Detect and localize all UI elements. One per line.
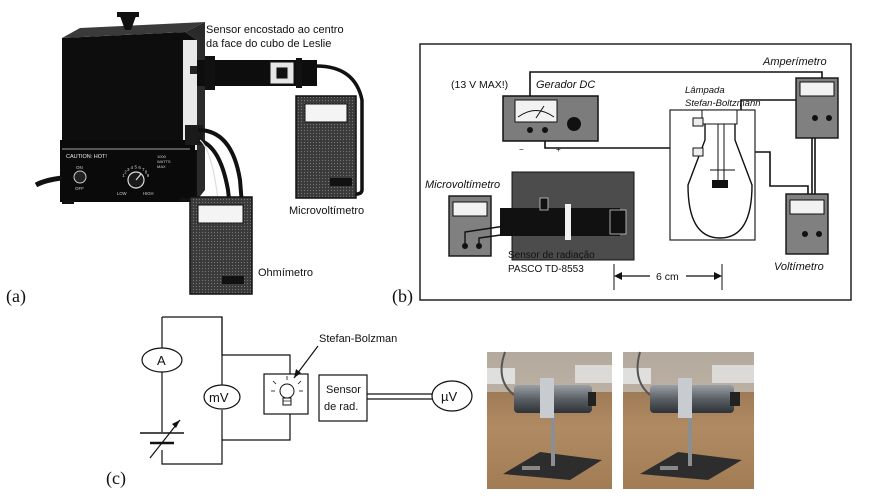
- watt-label-3: MAX: [157, 164, 166, 169]
- radiation-sensor-label-line1: Sensor de radiação: [508, 250, 595, 261]
- microvoltmeter-device: [295, 95, 357, 199]
- watt-label-1: 1000: [157, 154, 167, 159]
- photo-1: [487, 351, 612, 489]
- sensor-box: [318, 374, 368, 422]
- plus-sign: +: [556, 145, 561, 154]
- panel-b-frame: [419, 43, 852, 301]
- millivoltmeter-symbol-label: mV: [209, 390, 229, 405]
- dc-generator: [502, 95, 599, 142]
- lamp-symbol-label: Stefan-Bolzman: [319, 333, 397, 345]
- voltmeter-label: Voltímetro: [774, 261, 824, 273]
- variable-source-symbol: [140, 419, 184, 459]
- lamp-label-line2: Stefan-Boltzmann: [685, 98, 761, 109]
- sensor-box-label-line1: Sensor: [326, 384, 361, 396]
- dial-low-label: LOW: [117, 191, 127, 196]
- panel-c: A mV Stefan-Bolzman: [106, 316, 473, 489]
- sensor-note-line2: da face do cubo de Leslie: [206, 38, 331, 50]
- ammeter-symbol-label: A: [157, 353, 166, 368]
- radiation-sensor: [190, 56, 317, 90]
- distance-arrow: [613, 264, 723, 290]
- ohmmeter-device: [189, 196, 253, 295]
- microvoltmeter-symbol: [431, 380, 473, 412]
- dial-number: 3: [127, 167, 130, 172]
- generator-knob-icon: [567, 117, 581, 131]
- panel-b: (13 V MAX!) Gerador DC − + Lâmpada Stefa…: [392, 43, 852, 307]
- switch-off-label: OFF: [75, 186, 84, 191]
- microvoltmeter-label-a: Microvoltímetro: [289, 205, 364, 217]
- panel-a-label: (a): [6, 286, 26, 307]
- ammeter-label: Amperímetro: [762, 56, 827, 68]
- ammeter-device: [795, 77, 839, 139]
- dial-number: 6: [138, 165, 141, 170]
- dial-number: 7: [142, 167, 145, 172]
- dial-high-label: HIGH: [143, 191, 153, 196]
- microvoltmeter-device-b: [448, 195, 492, 257]
- lightbulb-icon: [271, 376, 303, 406]
- dial-number: 1: [122, 173, 125, 178]
- max-voltage-label: (13 V MAX!): [451, 79, 508, 91]
- voltmeter-device: [785, 193, 829, 255]
- radiation-sensor-label-line2: PASCO TD-8553: [508, 264, 584, 275]
- dial-number: 4: [131, 165, 134, 170]
- ammeter-symbol: [141, 347, 183, 373]
- dc-generator-label: Gerador DC: [536, 79, 595, 91]
- dial-number: 8: [145, 170, 148, 175]
- power-switch-icon: [73, 170, 87, 184]
- dial-number: 5: [135, 165, 138, 170]
- dial-number: 2: [124, 170, 127, 175]
- microvoltmeter-symbol-label: µV: [441, 389, 457, 404]
- ohmmeter-label: Ohmímetro: [258, 267, 313, 279]
- distance-label: 6 cm: [656, 271, 679, 283]
- switch-on-label: ON: [76, 165, 83, 170]
- radiation-sensor-b: [500, 171, 635, 261]
- caution-label: CAUTION: HOT!: [66, 154, 107, 160]
- minus-sign: −: [519, 145, 524, 154]
- lamp-label-line1: Lâmpada: [685, 85, 725, 96]
- dial-number: 9: [147, 173, 150, 178]
- stefan-boltzmann-lamp: [669, 109, 756, 241]
- microvoltmeter-label-b: Microvoltímetro: [425, 179, 500, 191]
- sensor-note-line1: Sensor encostado ao centro: [206, 24, 344, 36]
- panel-c-label: (c): [106, 468, 126, 489]
- photo-2: [623, 351, 754, 489]
- sensor-box-label-line2: de rad.: [324, 401, 358, 413]
- circuit-wires: [161, 316, 291, 465]
- millivoltmeter-symbol: [203, 384, 241, 410]
- watt-label-2: WATTS: [157, 159, 171, 164]
- panel-b-label: (b): [392, 286, 413, 307]
